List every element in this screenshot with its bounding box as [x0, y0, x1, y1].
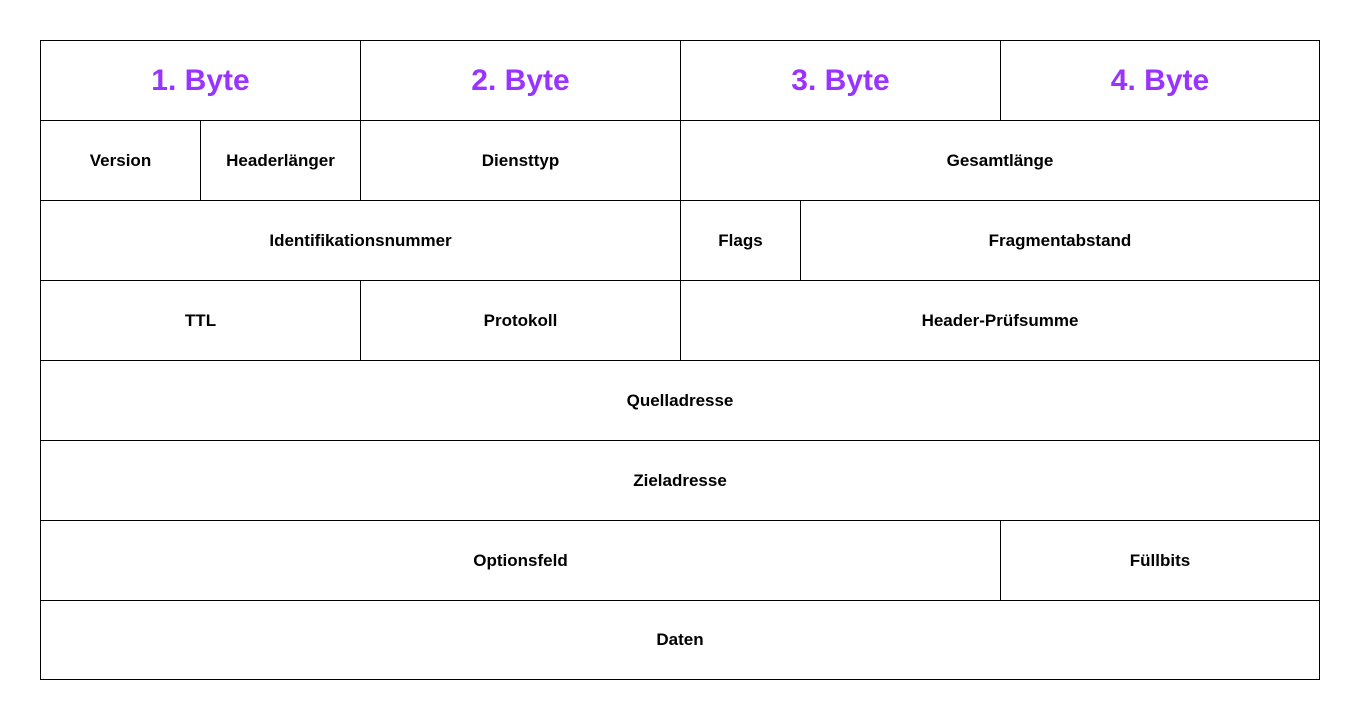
field-total-length: Gesamtlänge: [680, 120, 1320, 201]
byte-2-header: 2. Byte: [360, 40, 681, 121]
field-options: Optionsfeld: [40, 520, 1001, 601]
field-flags: Flags: [680, 200, 801, 281]
field-data: Daten: [40, 600, 1320, 680]
field-fragment-offset: Fragmentabstand: [800, 200, 1320, 281]
field-destination-address: Zieladresse: [40, 440, 1320, 521]
field-version: Version: [40, 120, 201, 201]
field-header-length: Headerlänger: [200, 120, 361, 201]
byte-4-header: 4. Byte: [1000, 40, 1320, 121]
field-identification: Identifikationsnummer: [40, 200, 681, 281]
field-source-address: Quelladresse: [40, 360, 1320, 441]
field-protocol: Protokoll: [360, 280, 681, 361]
field-header-checksum: Header-Prüfsumme: [680, 280, 1320, 361]
byte-1-header: 1. Byte: [40, 40, 361, 121]
byte-3-header: 3. Byte: [680, 40, 1001, 121]
field-ttl: TTL: [40, 280, 361, 361]
field-padding: Füllbits: [1000, 520, 1320, 601]
field-service-type: Diensttyp: [360, 120, 681, 201]
ip-header-diagram: 1. Byte 2. Byte 3. Byte 4. Byte Version …: [40, 40, 1320, 680]
